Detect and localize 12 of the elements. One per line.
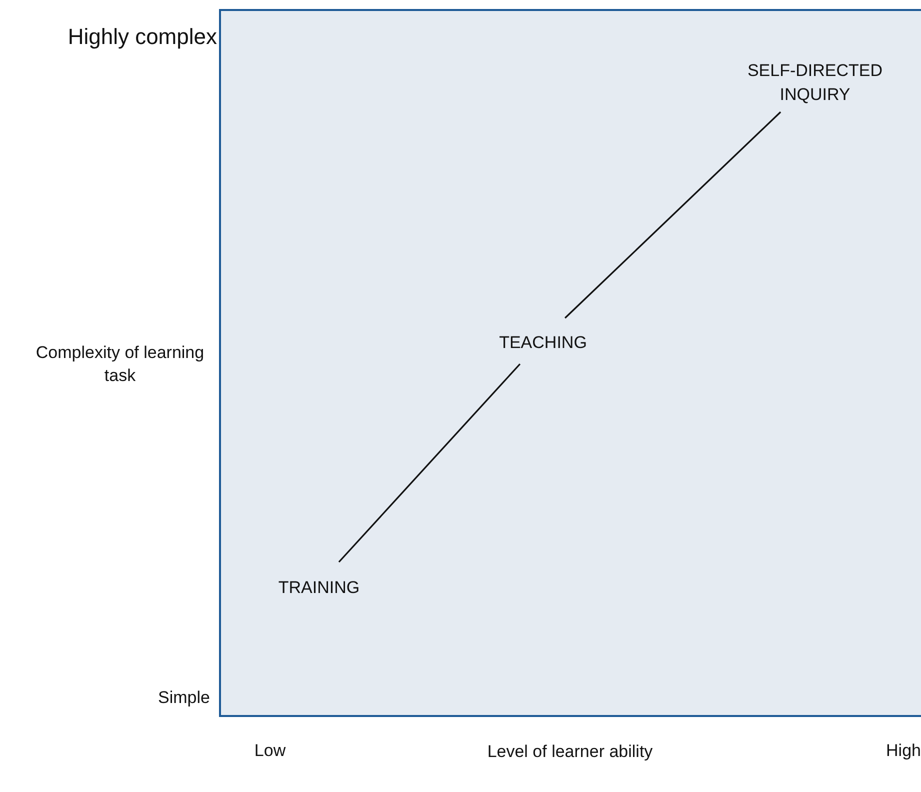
axis-label: High: [885, 740, 921, 762]
axis-label: Complexity of learning task: [34, 342, 206, 387]
axis-label: Level of learner ability: [486, 741, 654, 763]
axis-label: Simple: [157, 687, 210, 709]
chart-panel: [219, 9, 921, 717]
axis-label: Highly complex: [66, 24, 218, 50]
stage-label: TRAINING: [278, 577, 360, 599]
stage-label: SELF-DIRECTED INQUIRY: [746, 60, 884, 106]
stage-label: TEACHING: [499, 332, 587, 354]
axis-label: Low: [253, 740, 287, 762]
connector-line: [564, 111, 782, 319]
connector-line: [338, 363, 521, 563]
